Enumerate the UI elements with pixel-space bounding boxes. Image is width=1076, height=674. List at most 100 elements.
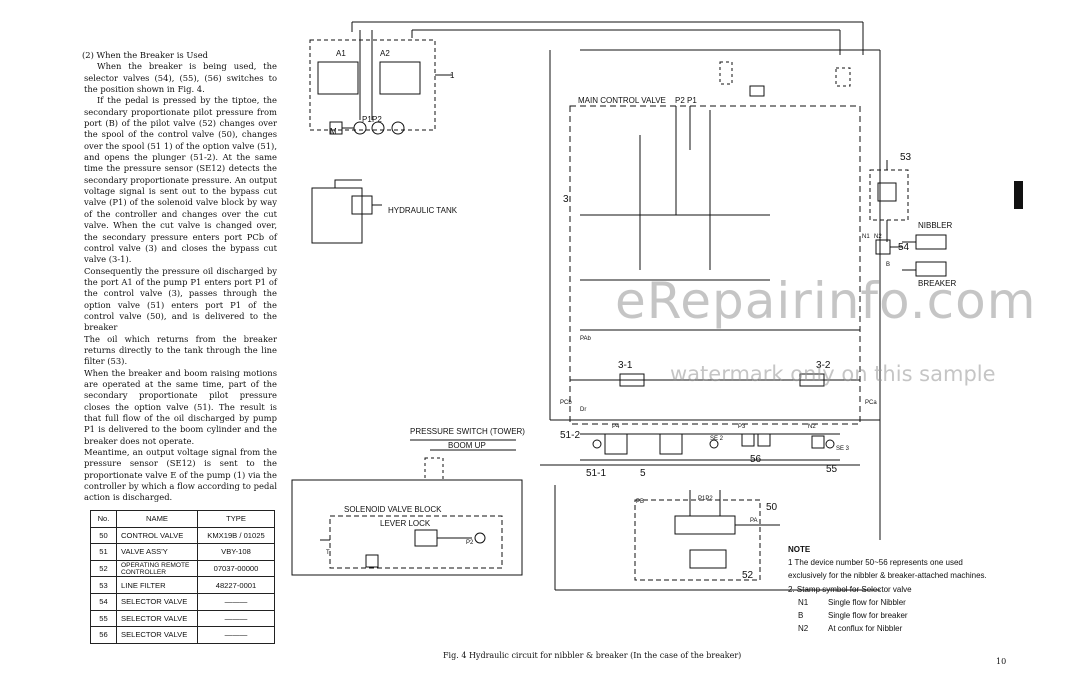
label-ref-56: 56 xyxy=(750,454,762,465)
part-name: SELECTOR VALVE xyxy=(116,609,198,628)
label-ref-54: 54 xyxy=(898,242,910,253)
paragraph: Meantime, an output voltage signal from … xyxy=(84,447,277,503)
part-type: ——— xyxy=(197,592,275,611)
watermark-sub: watermark only on this sample xyxy=(670,362,996,386)
label-port-se3: SE 3 xyxy=(836,446,850,452)
label-ref-55: 55 xyxy=(826,464,838,475)
column-header: TYPE xyxy=(197,510,275,528)
part-no: 55 xyxy=(90,609,117,628)
part-no: 56 xyxy=(90,626,117,644)
page-tab-marker xyxy=(1014,181,1023,209)
table-header-row: No. NAME TYPE xyxy=(90,510,275,528)
part-name: CONTROL VALVE xyxy=(116,526,198,545)
part-no: 54 xyxy=(90,592,117,611)
label-ref-3-2: 3-2 xyxy=(816,360,831,371)
symbol-key: N1 xyxy=(798,597,809,607)
symbol-row: N2 At conflux for Nibbler xyxy=(788,622,993,635)
label-ref-5: 5 xyxy=(640,468,646,479)
label-port-b: B xyxy=(886,262,890,268)
part-type: ——— xyxy=(197,626,275,644)
label-p1p2: P1P2 xyxy=(698,496,713,502)
paragraph: If the pedal is pressed by the tiptoe, t… xyxy=(84,95,277,265)
part-type: 07037-00000 xyxy=(197,559,275,578)
label-ref-3-1: 3-1 xyxy=(618,360,633,371)
label-ref-53: 53 xyxy=(900,152,912,163)
paragraph: The oil which returns from the breaker r… xyxy=(84,333,277,367)
part-name: LINE FILTER xyxy=(116,576,198,594)
column-header: No. xyxy=(90,510,117,528)
page-number: 10 xyxy=(996,657,1007,666)
note-title: NOTE xyxy=(788,545,811,554)
paragraph: Consequently the pressure oil discharged… xyxy=(84,265,277,333)
label-port-p3: P3 xyxy=(738,424,746,430)
paragraph: When the breaker and boom raising motion… xyxy=(84,367,277,446)
label-port-n2-55: N2 xyxy=(808,424,816,430)
label-ref-1: 1 xyxy=(450,71,455,80)
symbol-key: B xyxy=(798,611,804,621)
section-text: (2) When the Breaker is Used When the br… xyxy=(82,50,277,504)
symbol-desc: Single flow for breaker xyxy=(828,611,908,621)
label-ref-52: 52 xyxy=(742,570,754,581)
note-item-2: 2. Stamp symbol for Selector valve xyxy=(788,584,912,594)
label-port-p4: P4 xyxy=(612,424,620,430)
paragraph: When the breaker is being used, the sele… xyxy=(84,61,277,95)
label-ref-50: 50 xyxy=(766,502,778,513)
hydraulic-circuit-diagram: 1 A1 A2 P1 P2 M HYDRAULIC TANK MAIN CONT… xyxy=(291,21,956,591)
label-nibbler: NIBBLER xyxy=(918,221,952,230)
label-port-p2: P2 xyxy=(675,96,685,105)
label-port-pab: PAb xyxy=(580,336,592,342)
label-port-p1: P1 xyxy=(362,115,372,124)
label-lever-lock: LEVER LOCK xyxy=(380,519,431,528)
label-port-n1: N1 xyxy=(862,234,870,240)
part-type: 48227-0001 xyxy=(197,576,275,594)
symbol-key: N2 xyxy=(798,624,809,634)
label-pressure-switch: PRESSURE SWITCH (TOWER) xyxy=(410,427,525,436)
part-no: 52 xyxy=(90,559,117,578)
symbol-row: B Single flow for breaker xyxy=(788,609,993,622)
part-name: SELECTOR VALVE xyxy=(116,592,198,611)
symbol-desc: Single flow for Nibbler xyxy=(828,597,906,607)
label-ref-51-2: 51-2 xyxy=(560,430,580,441)
label-breaker: BREAKER xyxy=(918,279,956,288)
label-port-a2: A2 xyxy=(380,49,390,58)
part-no: 53 xyxy=(90,576,117,594)
section-heading: (2) When the Breaker is Used xyxy=(82,50,209,60)
symbol-row: N1 Single flow for Nibbler xyxy=(788,596,993,609)
label-port-se2: SE 2 xyxy=(710,436,724,442)
symbol-desc: At conflux for Nibbler xyxy=(828,624,903,634)
label-port-pca: PCa xyxy=(865,400,877,406)
part-type: VBY-108 xyxy=(197,543,275,561)
label-hydraulic-tank: HYDRAULIC TANK xyxy=(388,206,458,215)
note-block: NOTE 1 The device number 50~56 represent… xyxy=(788,543,993,635)
label-port-dr: Dr xyxy=(580,407,586,413)
label-port-m: M xyxy=(330,127,337,136)
part-name: SELECTOR VALVE xyxy=(116,626,198,644)
label-port-n2: N2 xyxy=(874,234,882,240)
note-item-1: 1 The device number 50~56 represents one… xyxy=(788,558,987,581)
label-port-pb: PB xyxy=(636,499,644,505)
label-ref-3: 3 xyxy=(563,194,569,205)
part-name: VALVE ASS'Y xyxy=(116,543,198,561)
label-port-p2-svb: P2 xyxy=(466,540,474,546)
label-port-pcb: PCb xyxy=(560,400,572,406)
label-port-p2: P2 xyxy=(372,115,382,124)
part-no: 51 xyxy=(90,543,117,561)
label-main-control-valve: MAIN CONTROL VALVE xyxy=(578,96,666,105)
part-type: ——— xyxy=(197,609,275,628)
label-port-a1: A1 xyxy=(336,49,346,58)
part-name: OPERATING REMOTE CONTROLLER xyxy=(116,559,198,578)
label-boom-up: BOOM UP xyxy=(448,441,486,450)
label-port-pa: PA xyxy=(750,518,758,524)
part-type: KMX19B / 01025 xyxy=(197,526,275,545)
column-header: NAME xyxy=(116,510,198,528)
label-ref-51-1: 51-1 xyxy=(586,468,606,479)
label-solenoid-valve-block: SOLENOID VALVE BLOCK xyxy=(344,505,442,514)
